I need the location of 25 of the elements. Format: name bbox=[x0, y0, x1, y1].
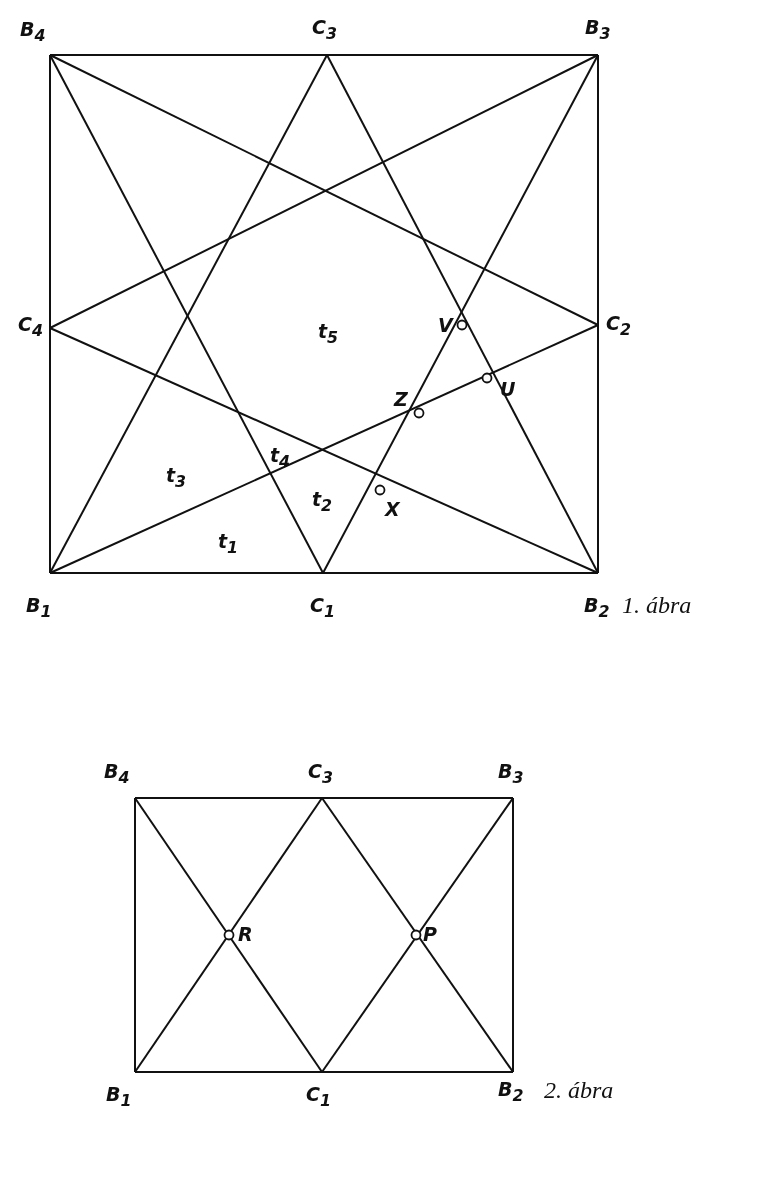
point-label: B$_{4}$ bbox=[20, 20, 46, 44]
point-label: C$_{3}$ bbox=[308, 762, 333, 786]
point-label: Z bbox=[394, 390, 408, 409]
point-label: B$_{3}$ bbox=[498, 762, 524, 786]
point-label: B$_{4}$ bbox=[104, 762, 130, 786]
point-label: C$_{3}$ bbox=[312, 18, 337, 42]
region-label: t$_{3}$ bbox=[166, 466, 187, 490]
region-label: t$_{2}$ bbox=[312, 490, 333, 514]
figure-caption: 1. ábra bbox=[622, 593, 692, 617]
point-label: C$_{1}$ bbox=[310, 596, 335, 620]
point-label: R bbox=[238, 925, 253, 944]
point-label: B$_{2}$ bbox=[498, 1080, 524, 1104]
point-label: C$_{1}$ bbox=[306, 1085, 331, 1109]
region-label: t$_{1}$ bbox=[218, 532, 239, 556]
point-label: X bbox=[385, 500, 400, 519]
point-label: B$_{1}$ bbox=[26, 596, 52, 620]
point-label: C$_{2}$ bbox=[606, 314, 631, 338]
region-label: t$_{5}$ bbox=[318, 322, 339, 346]
point-label: P bbox=[423, 925, 437, 944]
point-label: V bbox=[438, 316, 453, 335]
point-label: B$_{3}$ bbox=[585, 18, 611, 42]
figure-caption: 2. ábra bbox=[544, 1078, 614, 1102]
point-label: C$_{4}$ bbox=[18, 315, 43, 339]
point-label: B$_{1}$ bbox=[106, 1085, 132, 1109]
point-label: B$_{2}$ bbox=[584, 596, 610, 620]
